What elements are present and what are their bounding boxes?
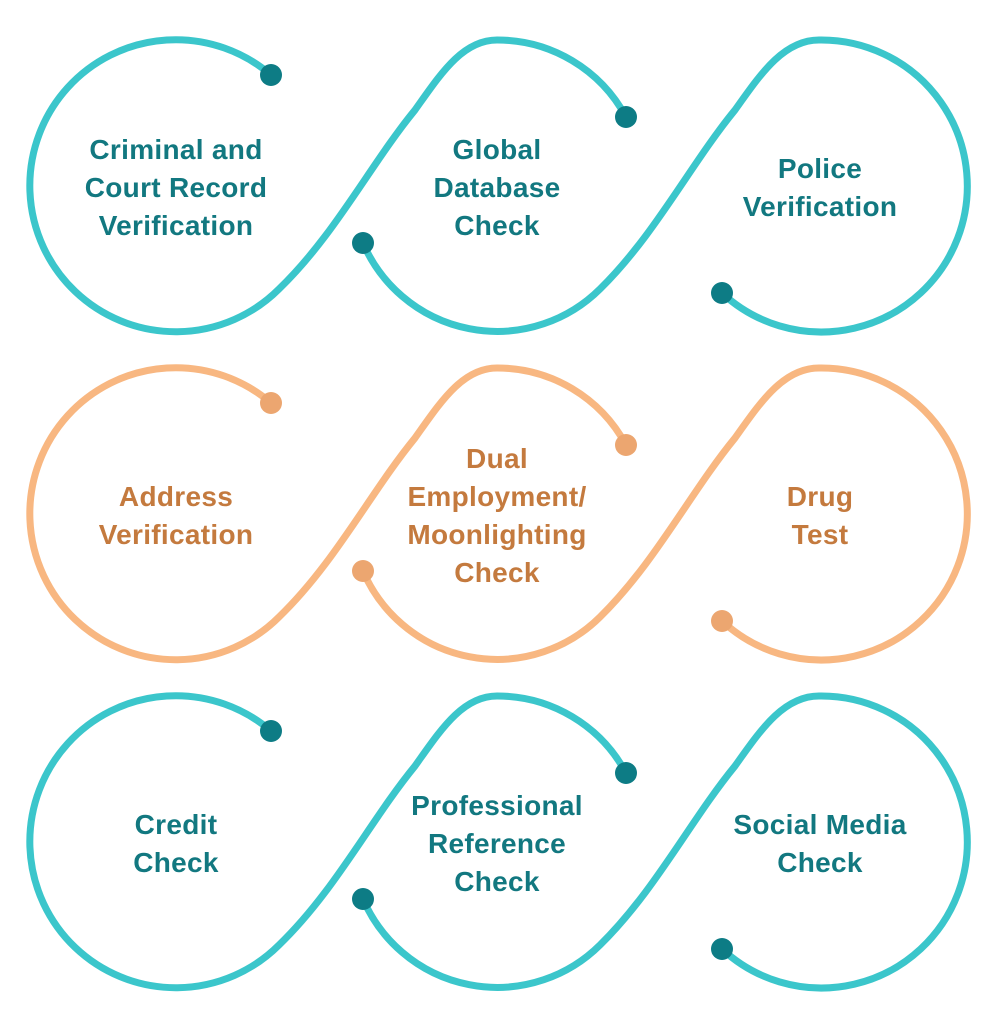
label-drug-test: Drug Test (786, 481, 854, 550)
curve-right-loop (359, 692, 971, 992)
curve-right-loop (359, 36, 971, 336)
curve-endpoint-dot (352, 888, 374, 910)
curve-endpoint-dot (615, 434, 637, 456)
curve-endpoint-dot (260, 720, 282, 742)
curve-endpoint-dot (615, 106, 637, 128)
label-criminal-court-record-verification: Criminal and Court Record Verification (84, 134, 268, 241)
curve-right-loop (359, 364, 971, 664)
label-professional-reference-check: Professional Reference Check (411, 790, 583, 897)
row-3-curves (26, 692, 971, 992)
curve-left-loop (26, 36, 630, 336)
label-dual-employment-moonlighting-check: Dual Employment/ Moonlighting Check (407, 443, 587, 588)
curve-endpoint-dot (352, 232, 374, 254)
curve-endpoint-dot (615, 762, 637, 784)
curve-endpoint-dot (711, 610, 733, 632)
curve-left-loop (26, 692, 630, 992)
curve-endpoint-dot (260, 64, 282, 86)
label-address-verification: Address Verification (98, 481, 254, 550)
label-social-media-check: Social Media Check (733, 809, 907, 878)
curve-endpoint-dot (260, 392, 282, 414)
label-global-database-check: Global Database Check (433, 134, 561, 241)
curve-endpoint-dot (352, 560, 374, 582)
curve-endpoint-dot (711, 938, 733, 960)
label-credit-check: Credit Check (133, 809, 219, 878)
label-police-verification: Police Verification (742, 153, 898, 222)
curve-endpoint-dot (711, 282, 733, 304)
row-2-curves (26, 364, 971, 664)
row-1-curves (26, 36, 971, 336)
curve-left-loop (26, 364, 630, 664)
